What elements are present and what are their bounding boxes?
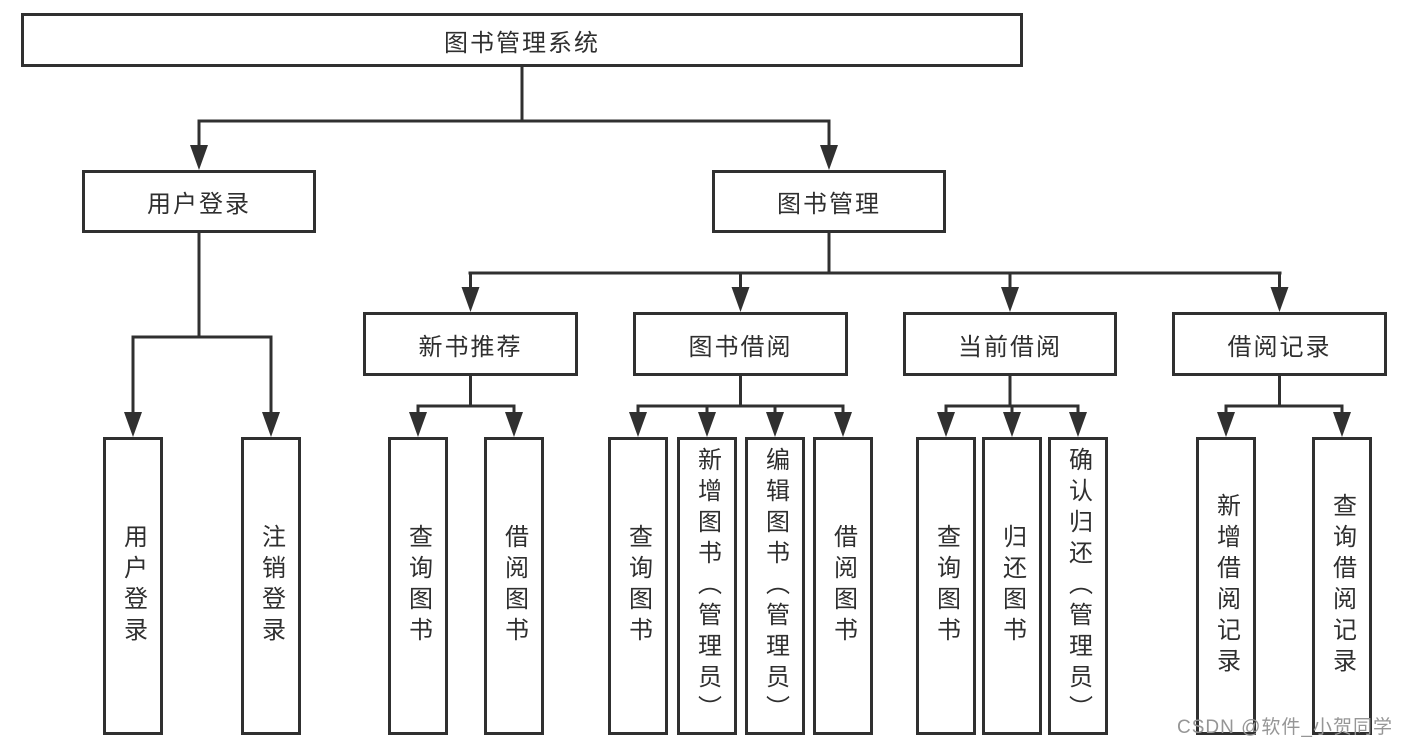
connector-root-to-level2 xyxy=(197,65,831,166)
leaf-logout-login: 注销登录 xyxy=(241,437,301,735)
arrowhead-icon xyxy=(1001,287,1019,312)
leaf-query-books-3: 查询图书 xyxy=(916,437,976,735)
arrowhead-icon xyxy=(124,412,142,437)
arrowhead-icon xyxy=(505,412,523,437)
leaf-query-books: 查询图书 xyxy=(388,437,448,735)
watermark: CSDN @软件_小贺同学 xyxy=(1177,717,1393,738)
leaf-query-borrow-record: 查询借阅记录 xyxy=(1312,437,1372,735)
leaf-user-login: 用户登录 xyxy=(103,437,163,735)
leaf-confirm-return-admin: 确认归还（管理员） xyxy=(1048,437,1108,735)
connector-new-book-to-leaves xyxy=(416,374,516,433)
leaf-edit-books-admin: 编辑图书（管理员） xyxy=(745,437,805,735)
arrowhead-icon xyxy=(409,412,427,437)
arrowhead-icon xyxy=(820,145,838,170)
arrowhead-icon xyxy=(1333,412,1351,437)
leaf-query-books-2: 查询图书 xyxy=(608,437,668,735)
leaf-add-borrow-record: 新增借阅记录 xyxy=(1196,437,1256,735)
node-current-borrow: 当前借阅 xyxy=(903,312,1117,376)
arrowhead-icon xyxy=(629,412,647,437)
arrowhead-icon xyxy=(731,287,750,312)
arrowhead-icon xyxy=(1217,412,1235,437)
arrowhead-icon xyxy=(262,412,280,437)
node-book-borrow: 图书借阅 xyxy=(633,312,848,376)
connector-borrow-record-to-leaves xyxy=(1224,374,1344,433)
leaf-borrow-books-2: 借阅图书 xyxy=(813,437,873,735)
arrowhead-icon xyxy=(1003,412,1021,437)
arrowhead-icon xyxy=(937,412,955,437)
arrowhead-icon xyxy=(766,412,784,437)
arrowhead-icon xyxy=(1270,287,1289,312)
arrowhead-icon xyxy=(834,412,852,437)
arrowhead-icon xyxy=(1069,412,1087,437)
connector-user-login-to-leaves xyxy=(131,231,273,433)
node-borrow-record: 借阅记录 xyxy=(1172,312,1387,376)
node-book-management: 图书管理 xyxy=(712,170,946,233)
leaf-return-books: 归还图书 xyxy=(982,437,1042,735)
leaf-add-books-admin: 新增图书（管理员） xyxy=(677,437,737,735)
arrowheads xyxy=(124,145,1351,437)
connector-book-borrow-to-leaves xyxy=(636,374,845,433)
arrowhead-icon xyxy=(698,412,716,437)
leaf-borrow-books: 借阅图书 xyxy=(484,437,544,735)
arrowhead-icon xyxy=(190,145,208,170)
arrowhead-icon xyxy=(461,287,480,312)
node-root: 图书管理系统 xyxy=(21,13,1023,67)
node-new-book-recommend: 新书推荐 xyxy=(363,312,578,376)
node-user-login: 用户登录 xyxy=(82,170,316,233)
connector-book-management-to-level3 xyxy=(468,231,1282,308)
